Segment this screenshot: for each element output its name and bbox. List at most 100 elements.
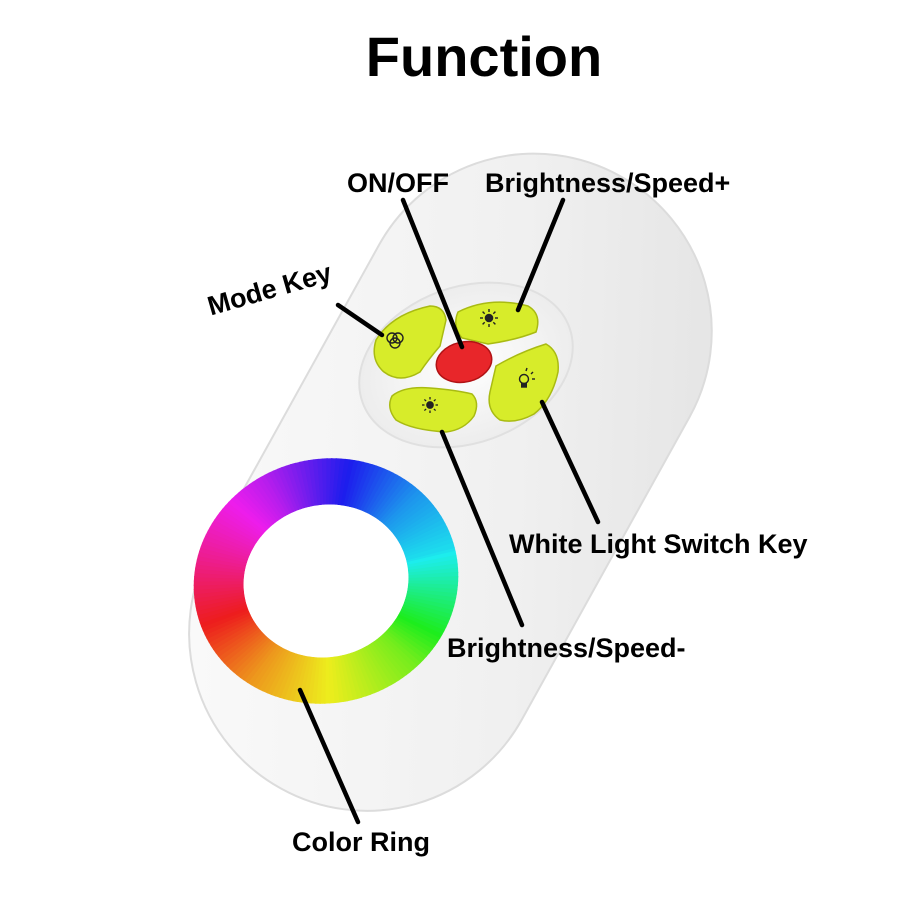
color-ring-segment[interactable]: [353, 467, 398, 513]
color-ring-segment[interactable]: [382, 625, 422, 673]
color-ring-segment[interactable]: [239, 644, 287, 687]
color-ring-segment[interactable]: [211, 625, 263, 658]
color-ring-segment[interactable]: [340, 654, 358, 701]
color-ring-segment[interactable]: [402, 534, 453, 556]
color-ring-segment[interactable]: [331, 655, 352, 703]
color-ring-segment[interactable]: [373, 634, 408, 683]
color-ring-segment[interactable]: [407, 565, 459, 594]
color-ring-segment[interactable]: [269, 653, 310, 701]
color-ring-segment[interactable]: [378, 630, 415, 679]
color-ring-segment[interactable]: [201, 611, 253, 636]
color-ring-segment[interactable]: [192, 568, 244, 597]
color-ring-segment[interactable]: [208, 514, 256, 558]
color-ring-segment[interactable]: [194, 589, 245, 610]
color-ring-segment[interactable]: [388, 618, 431, 665]
color-ring-segment[interactable]: [213, 507, 259, 552]
color-ring-segment[interactable]: [195, 593, 246, 613]
color-ring-segment[interactable]: [272, 467, 297, 515]
color-ring-segment[interactable]: [196, 597, 246, 616]
color-ring-segment[interactable]: [404, 538, 454, 558]
color-ring-segment[interactable]: [256, 473, 286, 522]
color-ring-segment[interactable]: [294, 461, 312, 508]
color-ring-segment[interactable]: [345, 463, 387, 510]
color-ring-segment[interactable]: [246, 646, 293, 690]
color-ring-segment[interactable]: [193, 580, 245, 604]
color-ring-segment[interactable]: [396, 605, 443, 649]
color-ring-segment[interactable]: [407, 554, 458, 577]
color-ring-segment[interactable]: [243, 645, 291, 689]
color-ring-segment[interactable]: [386, 620, 428, 667]
color-ring-segment[interactable]: [380, 492, 431, 529]
color-ring-segment[interactable]: [342, 462, 383, 510]
color-ring-segment[interactable]: [382, 495, 434, 531]
color-ring-segment[interactable]: [234, 486, 272, 534]
color-ring-segment[interactable]: [358, 646, 384, 694]
color-ring-segment[interactable]: [372, 483, 422, 523]
color-ring-segment[interactable]: [197, 601, 247, 620]
color-ring-segment[interactable]: [335, 655, 354, 702]
color-ring-segment[interactable]: [216, 629, 268, 664]
color-ring-segment[interactable]: [344, 653, 363, 700]
color-ring-segment[interactable]: [361, 644, 388, 692]
color-ring-segment[interactable]: [407, 557, 459, 581]
color-ring-segment[interactable]: [350, 466, 394, 512]
color-ring-segment[interactable]: [384, 498, 436, 533]
color-ring-segment[interactable]: [198, 604, 248, 624]
color-ring-segment[interactable]: [221, 497, 264, 544]
color-ring-segment[interactable]: [407, 552, 458, 573]
color-ring-segment[interactable]: [194, 585, 245, 608]
color-ring-segment[interactable]: [363, 642, 392, 691]
color-ring-segment[interactable]: [281, 465, 302, 512]
color-ring-segment[interactable]: [347, 652, 367, 698]
color-ring-segment[interactable]: [380, 627, 418, 675]
color-ring-segment[interactable]: [199, 606, 250, 628]
color-ring-segment[interactable]: [233, 640, 283, 681]
color-ring-segment[interactable]: [359, 471, 406, 515]
color-ring-segment[interactable]: [209, 623, 261, 654]
color-ring-segment[interactable]: [347, 464, 390, 511]
color-ring-segment[interactable]: [392, 511, 444, 541]
color-ring-segment[interactable]: [303, 459, 326, 507]
color-ring-segment[interactable]: [353, 649, 376, 696]
color-ring-segment[interactable]: [218, 631, 270, 667]
color-ring-segment[interactable]: [326, 656, 349, 704]
color-ring-segment[interactable]: [402, 591, 453, 631]
color-ring-segment[interactable]: [230, 639, 280, 679]
color-ring-segment[interactable]: [216, 504, 261, 550]
color-ring-segment[interactable]: [377, 489, 428, 527]
color-ring-segment[interactable]: [230, 489, 270, 537]
color-ring-segment[interactable]: [401, 594, 451, 635]
color-ring-segment[interactable]: [221, 633, 272, 670]
color-ring-segment[interactable]: [202, 524, 252, 565]
color-ring-segment[interactable]: [398, 522, 450, 548]
color-ring-segment[interactable]: [201, 528, 251, 569]
color-ring-segment[interactable]: [297, 460, 316, 507]
color-ring-segment[interactable]: [202, 614, 254, 640]
color-ring-segment[interactable]: [224, 494, 266, 541]
color-ring-segment[interactable]: [401, 530, 452, 553]
color-ring-segment[interactable]: [350, 650, 371, 697]
color-ring-segment[interactable]: [300, 459, 321, 507]
color-ring-segment[interactable]: [211, 510, 258, 555]
color-ring-segment[interactable]: [375, 632, 411, 681]
color-ring-segment[interactable]: [386, 501, 438, 535]
color-ring-segment[interactable]: [390, 508, 442, 539]
color-ring-segment[interactable]: [276, 466, 299, 513]
color-ring-segment[interactable]: [236, 642, 285, 684]
color-ring-segment[interactable]: [396, 519, 448, 546]
color-ring-segment[interactable]: [254, 649, 299, 695]
color-ring-segment[interactable]: [227, 492, 268, 540]
color-ring-segment[interactable]: [204, 521, 253, 563]
color-ring-segment[interactable]: [367, 478, 416, 520]
color-ring[interactable]: [166, 429, 486, 734]
color-ring-segment[interactable]: [200, 609, 251, 632]
color-ring-segment[interactable]: [265, 652, 307, 699]
color-ring-segment[interactable]: [207, 621, 259, 651]
color-ring-segment[interactable]: [261, 651, 304, 698]
color-ring-segment[interactable]: [218, 500, 262, 546]
color-ring-segment[interactable]: [399, 599, 448, 641]
color-ring-segment[interactable]: [260, 471, 289, 520]
color-ring-segment[interactable]: [362, 473, 410, 517]
color-ring-segment[interactable]: [206, 517, 254, 560]
color-ring-segment[interactable]: [355, 647, 380, 695]
